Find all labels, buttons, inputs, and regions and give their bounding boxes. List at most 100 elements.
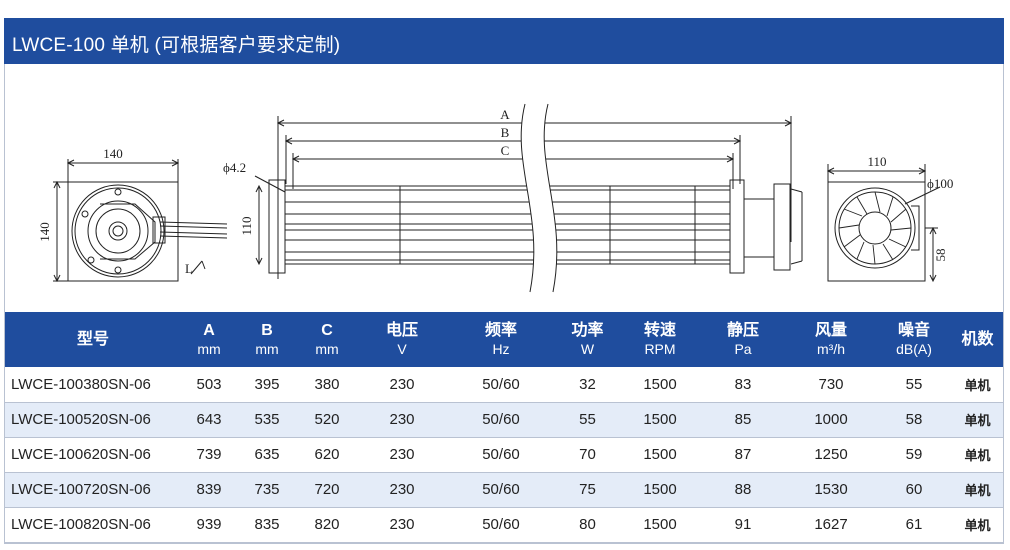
table-cell: 1500	[643, 375, 677, 393]
table-cell: 739	[196, 446, 222, 463]
table-cell: 535	[254, 411, 280, 428]
column-header-unit: RPM	[644, 340, 676, 357]
column-header-unit: mm	[197, 340, 221, 357]
table-cell: 88	[734, 481, 752, 498]
table-cell: 835	[254, 516, 280, 533]
table-cell: 230	[389, 446, 415, 463]
front-view	[53, 159, 228, 283]
front-height-label: 140	[37, 222, 52, 242]
table-cell: 1250	[814, 446, 848, 463]
end-dia-label: ϕ100	[927, 176, 953, 191]
table-cell: 620	[314, 446, 340, 463]
column-header-label: 功率	[571, 321, 604, 339]
column-header-label: C	[321, 321, 333, 339]
table-cell: 61	[905, 516, 923, 533]
table-cell: 50/60	[482, 516, 520, 533]
column-header-unit: V	[397, 340, 407, 357]
column-header-label: B	[261, 321, 273, 339]
table-cell: 87	[734, 446, 752, 463]
column-header-label: 电压	[385, 321, 418, 339]
table-cell: 50/60	[482, 411, 520, 428]
column-header-label: 风量	[814, 321, 847, 339]
hole-dia-label: ϕ4.2	[223, 160, 246, 175]
table-cell: 820	[314, 516, 340, 533]
table-cell: 58	[905, 411, 923, 428]
column-header-label: 型号	[76, 330, 109, 348]
table-cell: 32	[579, 375, 596, 393]
column-header: 型号	[5, 312, 181, 367]
end-view	[826, 164, 941, 283]
end-width-label: 110	[867, 154, 886, 169]
side-height-label: 110	[239, 216, 254, 235]
table-cell: 939	[196, 516, 222, 533]
table-cell: 单机	[964, 413, 991, 428]
column-header-unit: dB(A)	[896, 340, 932, 357]
page-title: LWCE-100 单机 (可根据客户要求定制)	[12, 35, 341, 56]
table-cell: 单机	[964, 448, 991, 463]
column-header-unit: W	[580, 340, 595, 357]
table-cell: 230	[389, 411, 415, 428]
table-cell: 720	[314, 481, 340, 498]
column-header-label: 静压	[726, 321, 759, 339]
table-cell: 380	[314, 375, 340, 393]
table-cell: 230	[389, 516, 415, 533]
table-cell: 230	[389, 375, 415, 393]
dim-a-label: A	[500, 107, 510, 122]
table-cell: 643	[196, 411, 222, 428]
table-cell: 单机	[964, 483, 991, 498]
table-cell: 1500	[643, 446, 677, 463]
front-l-label: L	[185, 261, 193, 276]
technical-drawing: 140 140 L A B C ϕ4.2 110 110 ϕ100 58	[37, 103, 953, 293]
table-cell: 1500	[643, 481, 677, 498]
table-cell: 50/60	[482, 375, 520, 393]
end-offset-label: 58	[933, 249, 948, 262]
table-cell: 55	[905, 375, 923, 393]
column-header-unit: Hz	[492, 340, 510, 357]
table-cell: 50/60	[482, 481, 520, 498]
title-bar: LWCE-100 单机 (可根据客户要求定制)	[4, 18, 1004, 64]
table-cell: 1500	[643, 516, 677, 533]
model-cell: LWCE-100520SN-06	[11, 411, 151, 428]
table-cell: 1627	[814, 516, 848, 533]
table-cell: 70	[579, 446, 596, 463]
table-cell: 839	[196, 481, 222, 498]
table-cell: 75	[579, 481, 596, 498]
table-cell: 59	[905, 446, 923, 463]
column-header-label: 频率	[484, 321, 517, 339]
column-header-label: 噪音	[897, 321, 930, 339]
column-header-unit: mm	[255, 340, 279, 357]
column-header: 机数	[952, 312, 1003, 367]
column-header-label: 转速	[643, 321, 676, 339]
column-header-unit: m³/h	[817, 340, 845, 357]
table-cell: 55	[579, 411, 596, 428]
dim-c-label: C	[501, 143, 510, 158]
column-header-unit: mm	[315, 340, 339, 357]
table-cell: 50/60	[482, 446, 520, 463]
table-cell: 80	[579, 516, 596, 533]
table-cell: 230	[389, 481, 415, 498]
model-cell: LWCE-100620SN-06	[11, 446, 151, 463]
model-cell: LWCE-100380SN-06	[11, 375, 151, 393]
table-cell: 单机	[964, 518, 991, 533]
model-cell: LWCE-100720SN-06	[11, 481, 151, 498]
table-cell: 1500	[643, 411, 677, 428]
table-cell: 60	[905, 481, 923, 498]
column-header-label: A	[203, 321, 215, 339]
table-cell: 91	[734, 516, 752, 533]
dim-b-label: B	[501, 125, 510, 140]
